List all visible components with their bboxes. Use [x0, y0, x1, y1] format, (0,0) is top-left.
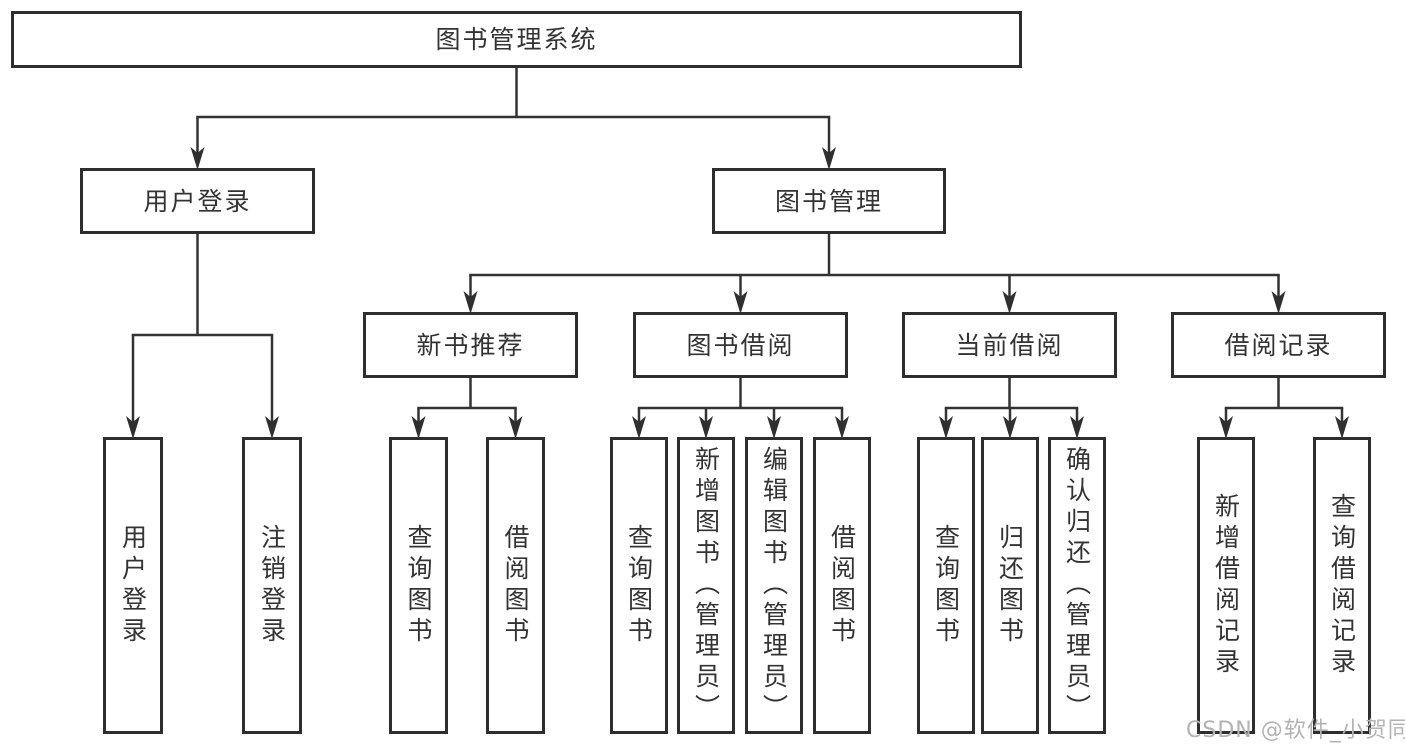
node-leaf-br-add: 新增借阅记录	[1197, 437, 1255, 734]
node-user-login: 用户登录	[80, 168, 315, 234]
node-leaf-bb-query: 查询图书	[610, 437, 668, 734]
node-new-books: 新书推荐	[363, 312, 578, 378]
node-current-borrow: 当前借阅	[902, 312, 1117, 378]
node-leaf-nb-query: 查询图书	[389, 437, 448, 734]
node-borrow-records: 借阅记录	[1171, 312, 1386, 378]
node-leaf-br-query: 查询借阅记录	[1313, 437, 1371, 734]
node-leaf-bb-borrow: 借阅图书	[813, 437, 871, 734]
node-leaf-cb-confirm: 确认归还（管理员）	[1048, 437, 1106, 734]
node-leaf-logout: 注销登录	[242, 437, 302, 734]
node-book-borrow: 图书借阅	[633, 312, 848, 378]
node-leaf-cb-return: 归还图书	[981, 437, 1039, 734]
node-leaf-bb-add: 新增图书（管理员）	[677, 437, 735, 734]
node-leaf-nb-borrow: 借阅图书	[486, 437, 545, 734]
node-leaf-user-login: 用户登录	[103, 437, 163, 734]
watermark: CSDN @软件_小贺同学	[1186, 718, 1405, 743]
node-leaf-cb-query: 查询图书	[917, 437, 975, 734]
node-root: 图书管理系统	[11, 11, 1022, 68]
node-book-mgmt: 图书管理	[712, 168, 946, 234]
node-leaf-bb-edit: 编辑图书（管理员）	[745, 437, 803, 734]
